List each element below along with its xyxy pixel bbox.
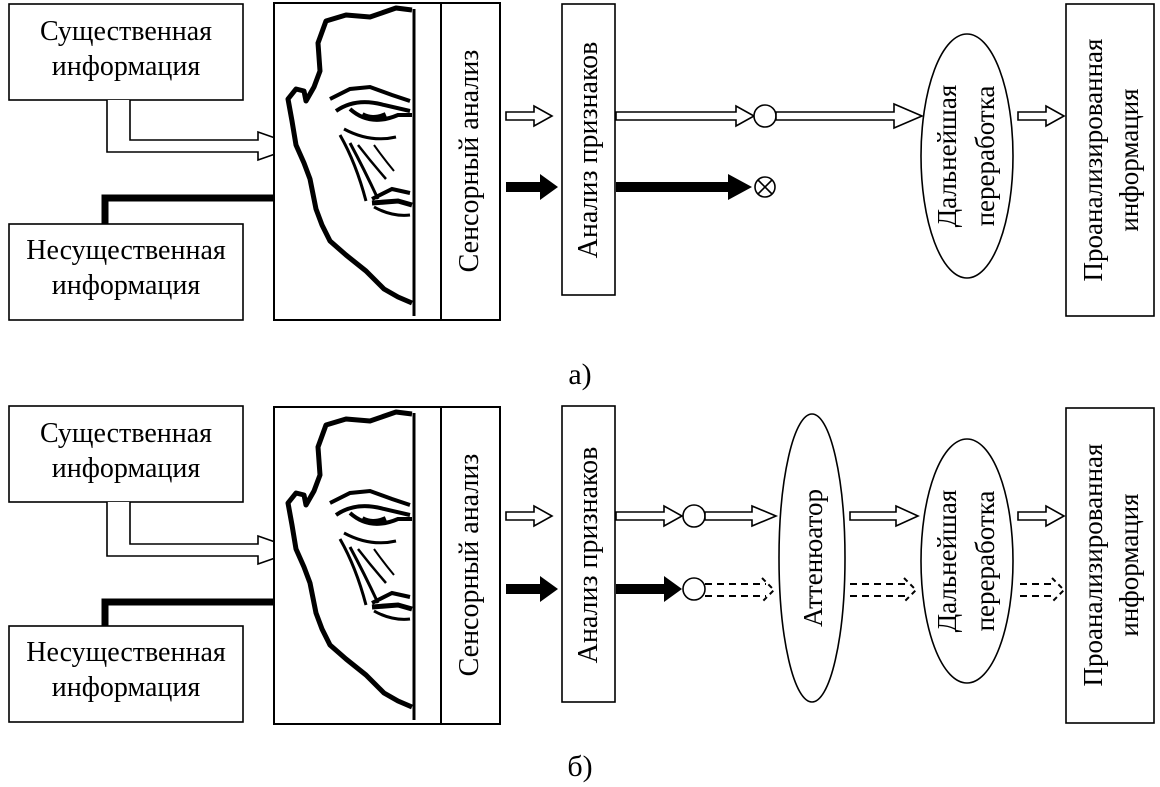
features-to-node-hollow-arrow <box>615 504 684 528</box>
features-to-node-hollow-arrow <box>615 104 756 128</box>
features-to-node-bold-arrow <box>616 576 682 602</box>
processing-label-line2: переработка <box>970 491 1000 632</box>
further-processing-ellipse: Дальнейшая переработка <box>920 33 1014 279</box>
processing-to-output-arrow <box>1017 105 1065 127</box>
feature-analysis-label: Анализ признаков <box>573 447 604 664</box>
filter-node-icon <box>753 104 777 128</box>
caption-b: б) <box>567 750 592 783</box>
filter-node-icon <box>682 577 706 601</box>
node-to-processing-arrow <box>775 102 925 130</box>
output-label-line2: информация <box>1114 493 1144 636</box>
attenuator-to-processing-arrow <box>849 504 920 528</box>
essential-info-line2: информация <box>52 453 201 484</box>
essential-info-box: Существенная информация <box>8 3 244 101</box>
nonessential-input-arrow <box>101 194 316 224</box>
processing-to-output-arrow <box>1017 505 1065 527</box>
features-to-blocked-bold-arrow <box>616 174 752 200</box>
diagram-a: Существенная информация Несущественная и… <box>8 2 1155 391</box>
further-processing-ellipse: Дальнейшая переработка <box>920 438 1014 684</box>
node-to-attenuator-arrow <box>704 504 779 528</box>
diagram-b: Существенная информация Несущественная и… <box>8 405 1155 783</box>
filter-node-icon <box>682 504 706 528</box>
caption-a: а) <box>568 358 591 391</box>
essential-input-arrow <box>106 100 301 162</box>
essential-input-arrow <box>106 502 301 566</box>
sensory-analysis-label: Сенсорный анализ <box>454 454 485 677</box>
feature-analysis-box: Анализ признаков <box>561 405 616 703</box>
attenuator-to-processing-dashed-arrow <box>850 577 918 603</box>
analyzed-info-box: Проанализированная информация <box>1065 407 1155 724</box>
sensory-to-features-hollow-arrow <box>505 105 553 127</box>
processing-label-line1: Дальнейшая <box>932 490 962 633</box>
nonessential-info-line1: Несущественная <box>26 637 226 668</box>
nonessential-info-line2: информация <box>52 270 201 301</box>
attenuator-label: Аттенюатор <box>798 489 828 627</box>
nonessential-info-line2: информация <box>52 672 201 703</box>
essential-info-box: Существенная информация <box>8 405 244 503</box>
sensory-analysis-label: Сенсорный анализ <box>454 50 485 273</box>
output-label-line2: информация <box>1114 88 1144 231</box>
nonessential-info-box: Несущественная информация <box>8 223 244 321</box>
output-label-line1: Проанализированная <box>1078 444 1108 687</box>
node-to-attenuator-dashed-arrow <box>705 577 776 603</box>
sensory-to-features-bold-arrow <box>506 576 558 602</box>
blocked-node-icon <box>754 176 776 198</box>
essential-info-line1: Существенная <box>40 16 212 47</box>
nonessential-info-line1: Несущественная <box>26 235 226 266</box>
sensory-analysis-box: Сенсорный анализ <box>440 406 501 725</box>
sensory-analysis-box: Сенсорный анализ <box>440 2 501 321</box>
processing-label-line2: переработка <box>970 86 1000 227</box>
nonessential-input-arrow <box>101 598 316 626</box>
analyzed-info-box: Проанализированная информация <box>1065 3 1155 317</box>
essential-info-line1: Существенная <box>40 418 212 449</box>
sensory-to-features-bold-arrow <box>506 174 558 200</box>
output-label-line1: Проанализированная <box>1078 39 1108 282</box>
feature-analysis-label: Анализ признаков <box>573 42 604 259</box>
essential-info-line2: информация <box>52 51 201 82</box>
attenuator-ellipse: Аттенюатор <box>778 413 846 703</box>
processing-to-output-dashed-arrow <box>1020 577 1066 603</box>
processing-label-line1: Дальнейшая <box>932 85 962 228</box>
feature-analysis-box: Анализ признаков <box>561 3 616 296</box>
nonessential-info-box: Несущественная информация <box>8 625 244 723</box>
sensory-to-features-hollow-arrow <box>505 505 553 527</box>
